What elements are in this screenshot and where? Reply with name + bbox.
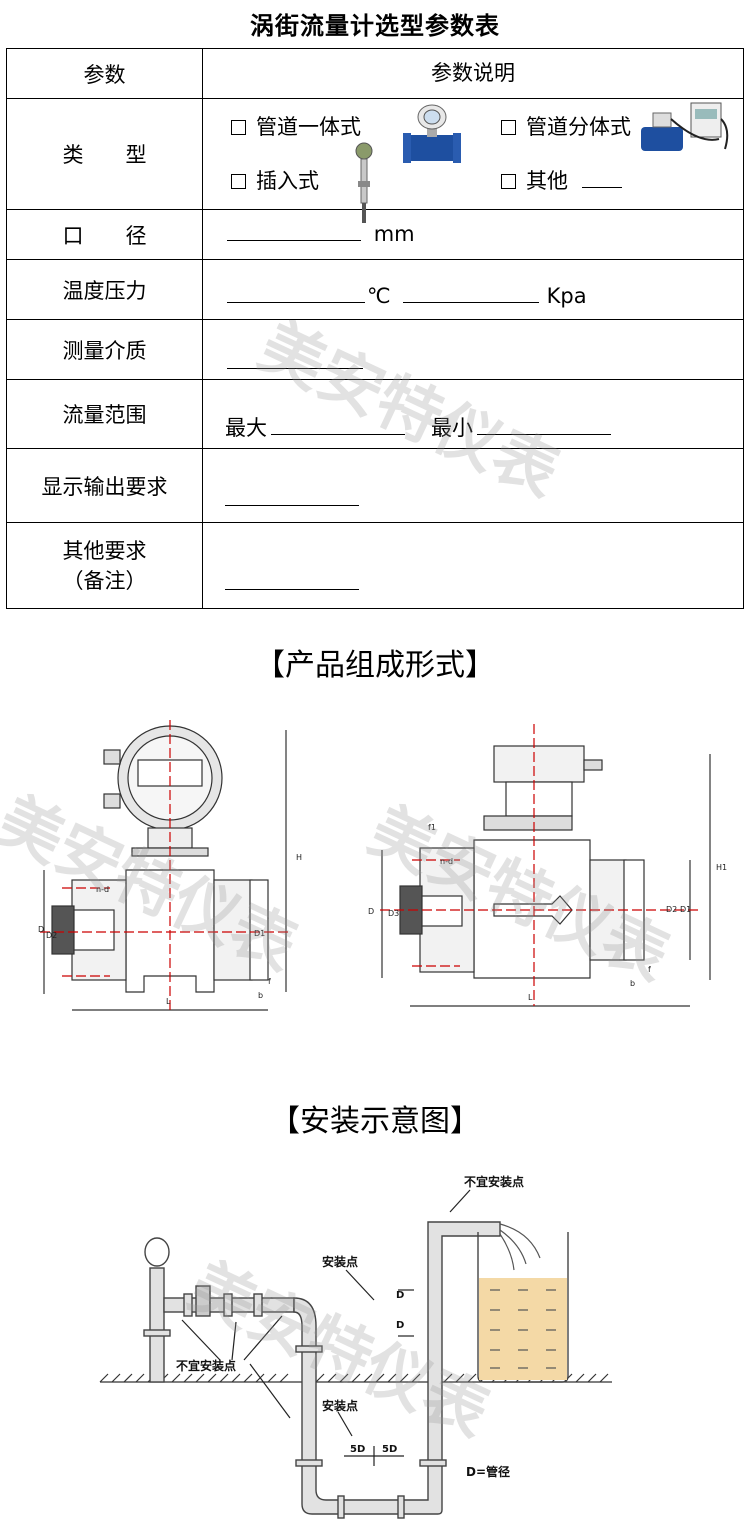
header-param: 参数 xyxy=(6,48,203,99)
checkbox-other[interactable] xyxy=(501,174,516,189)
type-options: 管道一体式 管道分体式 插入式 xyxy=(202,98,744,223)
flow-min-input[interactable] xyxy=(477,434,611,435)
water-flow xyxy=(499,1223,541,1271)
table-row-output: 显示输出要求 xyxy=(6,448,744,523)
label-5d-2: 5D xyxy=(382,1444,397,1455)
option-insertion[interactable]: 插入式 xyxy=(231,165,319,195)
dim-d-left: D xyxy=(38,925,44,934)
tank xyxy=(477,1232,569,1383)
dim-b-right: b xyxy=(630,979,635,988)
dim-f-left: f xyxy=(268,977,271,986)
row-label-medium: 测量介质 xyxy=(6,319,203,380)
split-meter-icon xyxy=(641,102,729,151)
dim-f1-right: f1 xyxy=(428,823,436,832)
header-desc: 参数说明 xyxy=(202,48,744,99)
section-title-install: 【安装示意图】 xyxy=(270,1104,480,1139)
dim-d2-left: D2 xyxy=(46,931,57,940)
label-5d-1: 5D xyxy=(350,1444,365,1455)
dim-nd-left: n-d xyxy=(96,885,109,894)
row-label-temp-pressure: 温度压力 xyxy=(6,259,203,320)
dim-f-right: f xyxy=(648,965,651,974)
diameter-unit: mm xyxy=(373,222,415,246)
other-type-blank[interactable] xyxy=(582,187,622,188)
right-drawing-labels: H1 D D3 D2 D1 L f1 n-d b f xyxy=(368,823,727,1002)
dim-b-left: b xyxy=(258,991,263,1000)
dim-d3-right: D3 xyxy=(388,909,399,918)
table-header-row: 参数 参数说明 xyxy=(6,48,744,99)
dim-h1: H1 xyxy=(716,863,727,872)
dim-d2-right: D2 xyxy=(666,905,677,914)
table-row-medium: 测量介质 xyxy=(6,319,744,380)
pressure-input[interactable] xyxy=(402,302,539,303)
pressure-unit: Kpa xyxy=(546,284,587,308)
install-labels: 不宜安装点 安装点 不宜安装点 安装点 D D 5D 5D D=管径 xyxy=(176,1174,524,1479)
dimension-drawings: H D D2 D1 L n-d b f H1 D D3 D2 D1 xyxy=(38,720,727,1011)
right-drawing-centerlines xyxy=(380,724,700,1006)
label-d-1: D xyxy=(396,1290,404,1301)
label-install-point-2: 安装点 xyxy=(322,1398,358,1413)
table-row-diameter: 口 径 mm xyxy=(6,209,744,260)
checkbox-insertion[interactable] xyxy=(231,174,246,189)
row-label-type: 类 型 xyxy=(6,98,203,210)
dim-l-right: L xyxy=(528,993,533,1002)
table-row-temp-pressure: 温度压力 ℃ Kpa xyxy=(6,259,744,320)
output-input[interactable] xyxy=(225,505,359,506)
table-row-type: 类 型 管道一体式 管道分体式 插入式 xyxy=(6,98,744,223)
flow-max-input[interactable] xyxy=(271,434,405,435)
row-label-flow-range: 流量范围 xyxy=(6,379,203,449)
spec-table: 参数 参数说明 类 型 管道一体式 管道分体式 插入 xyxy=(6,48,744,609)
option-integrated[interactable]: 管道一体式 xyxy=(231,111,361,141)
label-legend: D=管径 xyxy=(466,1464,510,1479)
label-not-suitable-left: 不宜安装点 xyxy=(176,1358,236,1373)
dim-h: H xyxy=(296,853,302,862)
right-drawing xyxy=(381,745,711,1007)
medium-input[interactable] xyxy=(227,368,363,369)
section-title-product: 【产品组成形式】 xyxy=(255,648,495,683)
table-row-flow-range: 流量范围 最大 最小 xyxy=(6,379,744,449)
flow-max-label: 最大 xyxy=(225,416,267,440)
dim-nd-right: n-d xyxy=(440,857,453,866)
label-not-suitable-top: 不宜安装点 xyxy=(464,1174,524,1189)
row-label-other: 其他要求 （备注） xyxy=(6,522,203,609)
checkbox-integrated[interactable] xyxy=(231,120,246,135)
dim-d1-left: D1 xyxy=(254,929,265,938)
left-drawing-labels: H D D2 D1 L n-d b f xyxy=(38,853,302,1006)
diameter-input[interactable] xyxy=(227,240,361,241)
row-label-diameter: 口 径 xyxy=(6,209,203,260)
page-title: 涡街流量计选型参数表 xyxy=(250,12,500,40)
dim-d-right: D xyxy=(368,907,374,916)
temperature-unit: ℃ xyxy=(367,284,391,308)
left-drawing-centerlines xyxy=(40,720,290,1010)
dim-d1-right: D1 xyxy=(680,905,691,914)
label-install-point-1: 安装点 xyxy=(322,1254,358,1269)
arrows xyxy=(181,1189,471,1466)
temperature-input[interactable] xyxy=(227,302,365,303)
flow-min-label: 最小 xyxy=(431,416,473,440)
label-d-2: D xyxy=(396,1320,404,1331)
left-drawing xyxy=(43,725,287,1011)
checkbox-split[interactable] xyxy=(501,120,516,135)
option-split[interactable]: 管道分体式 xyxy=(501,111,631,141)
installation-diagram: 不宜安装点 安装点 不宜安装点 安装点 D D 5D 5D D=管径 xyxy=(99,1174,612,1519)
row-label-output: 显示输出要求 xyxy=(6,448,203,523)
remarks-input[interactable] xyxy=(225,589,359,590)
integrated-meter-icon xyxy=(403,104,461,163)
option-other[interactable]: 其他 xyxy=(501,165,622,195)
table-row-other: 其他要求 （备注） xyxy=(6,522,744,609)
dim-l-left: L xyxy=(166,997,171,1006)
pipes xyxy=(143,1221,501,1519)
